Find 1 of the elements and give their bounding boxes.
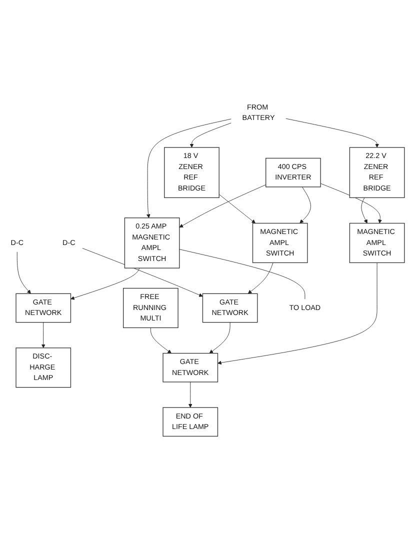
connector xyxy=(179,249,306,300)
